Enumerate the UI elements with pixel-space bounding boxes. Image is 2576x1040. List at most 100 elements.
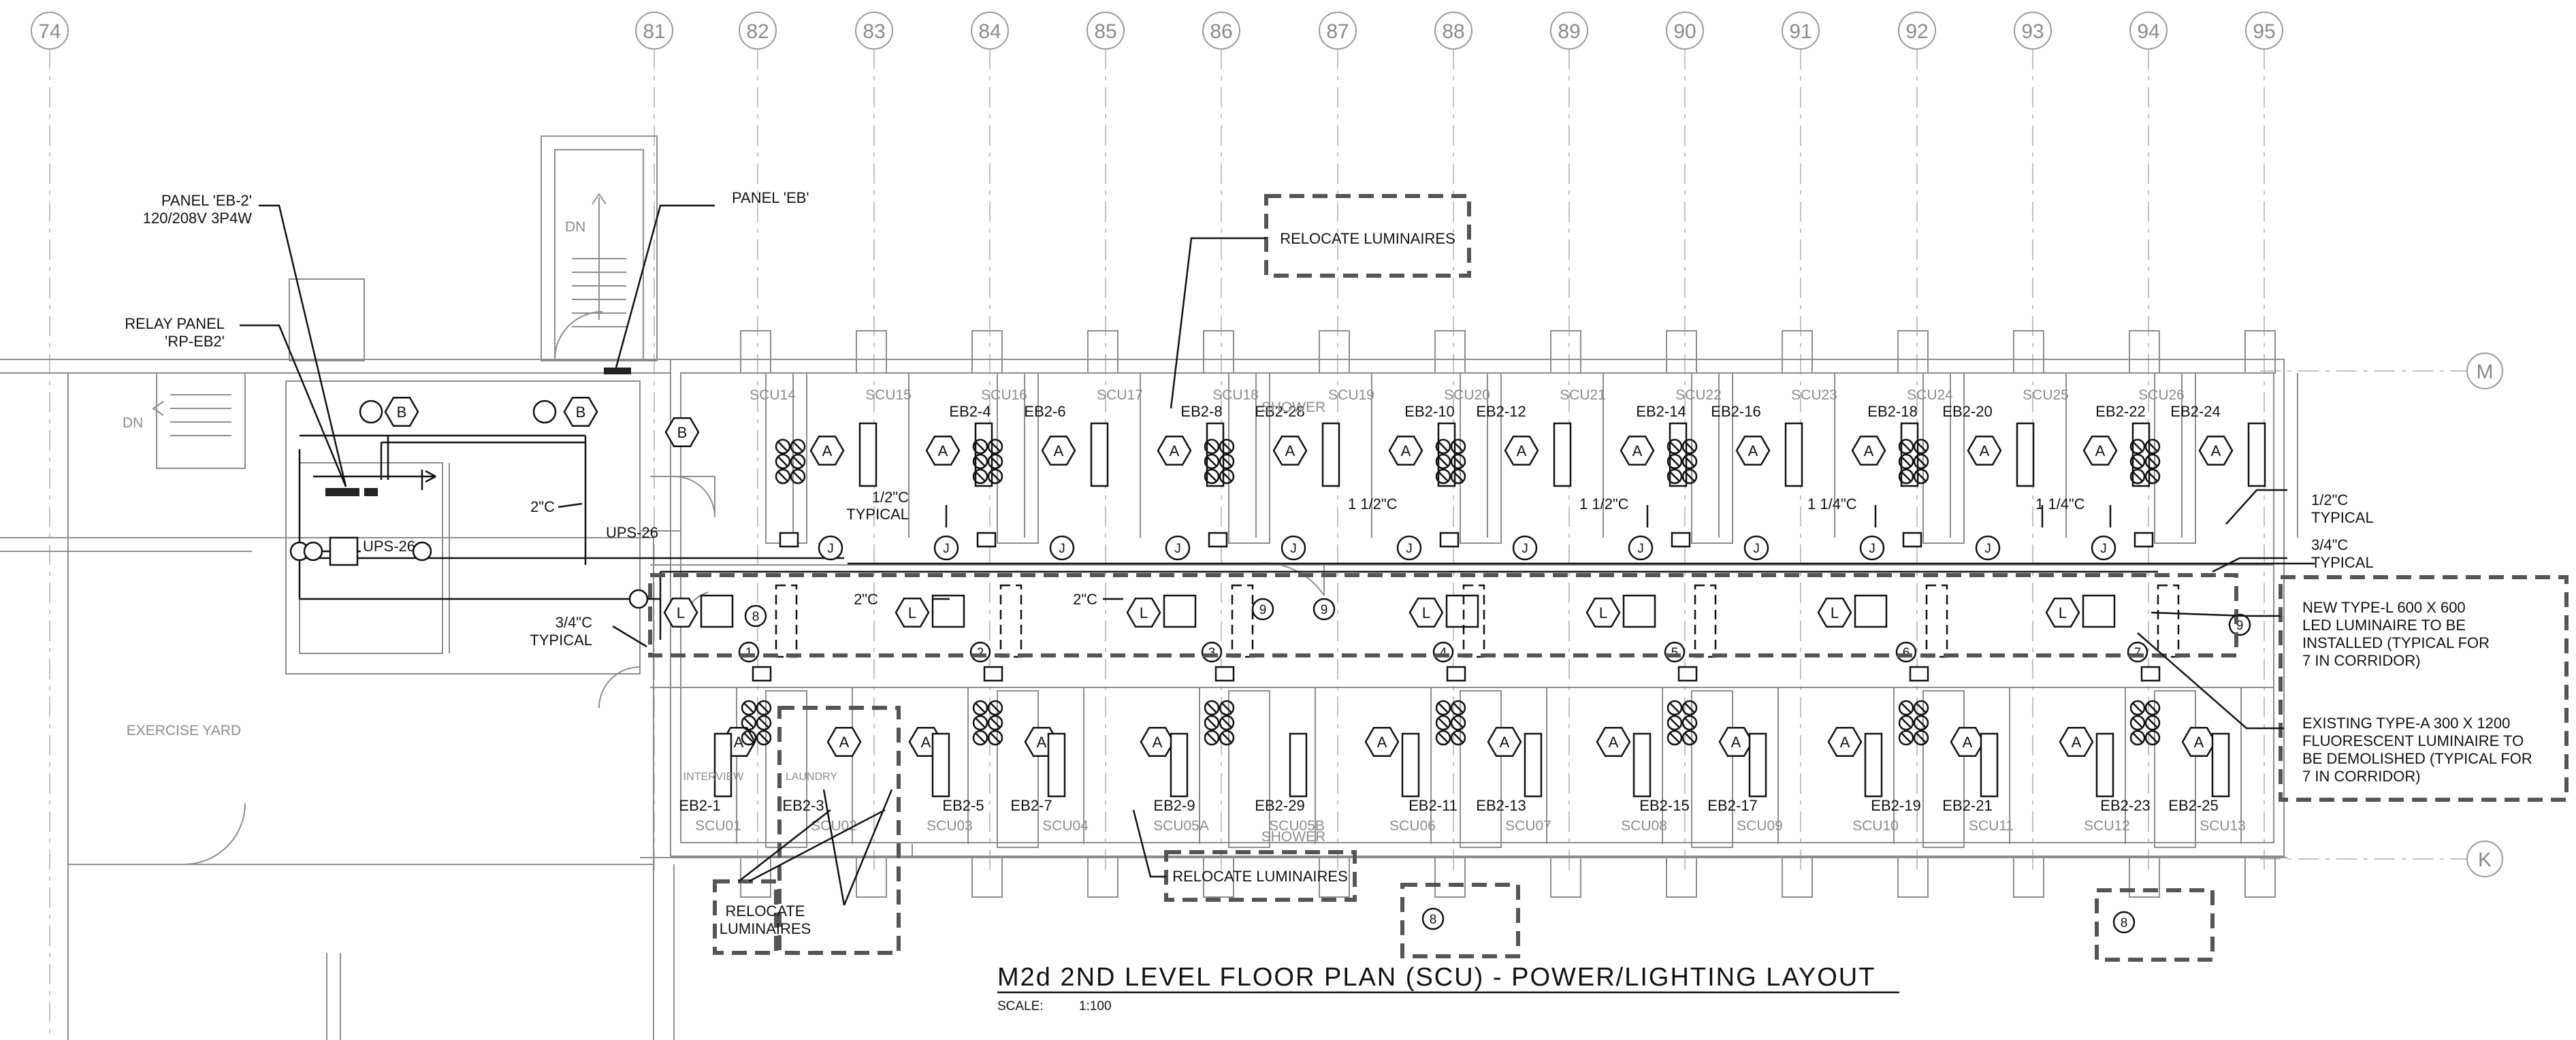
room-label-upper: SCU18: [1212, 387, 1259, 403]
circuit-lower: EB2-25: [2168, 797, 2218, 814]
grid-row-label-k: K: [2478, 849, 2492, 871]
junction-box: [1975, 535, 2001, 561]
grid-column-label: 81: [643, 20, 665, 43]
grid-column-label: 93: [2021, 20, 2044, 43]
scale-label: SCALE:: [997, 999, 1044, 1013]
luminaire: [1748, 732, 1767, 798]
receptacle-a: [1620, 435, 1655, 466]
laundry-label: LAUNDRY: [786, 771, 838, 783]
note-box-relocate-top: [1264, 194, 1471, 278]
luminaire: [1553, 422, 1572, 487]
luminaire-type-l-letter: L: [1422, 604, 1430, 621]
room-label-lower: SCU05B: [1269, 818, 1325, 834]
room-label-upper: SCU14: [750, 387, 796, 403]
drawing-title: M2d 2ND LEVEL FLOOR PLAN (SCU) - POWER/L…: [997, 963, 1875, 992]
circuit-lower: EB2-21: [1942, 797, 1992, 814]
grid-row-bubble-m: [2466, 353, 2503, 389]
conduit-typical-a: TYPICAL: [846, 506, 909, 523]
receptacle-a: [2082, 435, 2118, 466]
grid-column-label: 89: [1558, 20, 1580, 43]
junction-box-letter: J: [1522, 542, 1528, 556]
junction-box: [1859, 535, 1885, 561]
receptacle-a: [1487, 726, 1522, 758]
receptacle-a-letter: A: [1377, 734, 1387, 751]
note-new-4: 7 IN CORRIDOR): [2302, 652, 2421, 669]
luminaire-type-l: [1126, 597, 1161, 628]
conduit-one-half-a: 1 1/2"C: [1348, 495, 1398, 513]
corridor-circuit-tag: 2: [977, 646, 984, 660]
luminaire: [858, 422, 878, 487]
receptacle-a: [1596, 726, 1631, 758]
ups-box: [329, 536, 359, 566]
receptacle-a-letter: A: [2095, 442, 2106, 459]
shower-upper-label: SHOWER: [1261, 400, 1326, 415]
luminaire-type-l-letter: L: [1599, 604, 1607, 621]
receptacle-circle-1: [359, 400, 383, 424]
circuit-lower: EB2-13: [1476, 797, 1526, 814]
conduit-two-c: 2"C: [1073, 591, 1097, 608]
new-luminaire-l: [1622, 594, 1656, 628]
luminaire-type-l: [1408, 597, 1444, 628]
relay-panel-name: 'RP-EB2': [165, 333, 225, 350]
room-label-upper: SCU17: [1097, 387, 1143, 403]
note-new-3: INSTALLED (TYPICAL FOR: [2302, 634, 2490, 651]
indicator-number: 9: [1259, 603, 1267, 617]
receptacle-circle-2: [532, 400, 557, 424]
panel-eb-symbol: [604, 368, 631, 374]
grid-column-bubble: [739, 12, 777, 50]
circuit-lower: EB2-3: [782, 797, 824, 814]
circuit-upper: EB2-24: [2170, 403, 2220, 420]
indicator-number: 8: [2121, 916, 2128, 930]
grid-column-bubble: [1086, 12, 1125, 50]
luminaire: [1090, 422, 1109, 487]
receptacle-a: [2059, 726, 2094, 758]
symbol-b-letter: B: [576, 404, 586, 421]
panel-eb2-symbol: [325, 488, 378, 496]
receptacle-a-letter: A: [1170, 442, 1180, 459]
shower-lower-label: SHOWER: [1261, 829, 1326, 845]
receptacle-a: [1827, 726, 1863, 758]
room-label-lower: SCU05A: [1153, 818, 1209, 834]
grid-column-label: 87: [1326, 20, 1349, 43]
ups-right-label: UPS-26: [606, 524, 658, 541]
room-partitions: [736, 330, 2298, 898]
note-box-relocate-bottom: [1164, 850, 1357, 902]
circuit-upper: EB2-18: [1867, 403, 1917, 420]
receptacle-a: [1504, 435, 1539, 466]
luminaire: [1401, 732, 1420, 798]
grid-column-bubble: [1898, 12, 1936, 50]
conduit-three-q-right: 3/4"C: [2311, 536, 2348, 553]
junction-box: [1165, 535, 1191, 561]
receptacle-a-letter: A: [2211, 442, 2221, 459]
luminaire-type-l-letter: L: [1140, 604, 1148, 621]
circuit-lower: EB2-17: [1707, 797, 1757, 814]
receptacle-a-letter: A: [2072, 734, 2082, 751]
circuit-upper: EB2-16: [1711, 403, 1760, 420]
receptacle-a: [1950, 726, 1985, 758]
grid-column-label: 82: [746, 20, 769, 43]
luminaire: [713, 732, 732, 798]
room-label-lower: SCU13: [2200, 818, 2246, 834]
receptacle-a-letter: A: [822, 442, 833, 459]
stair-dn-left: DN: [123, 415, 143, 431]
luminaire-type-l-letter: L: [1831, 604, 1839, 621]
receptacle-a: [1388, 435, 1423, 466]
note-box-8-b: [2095, 888, 2215, 962]
receptacle-a-letter: A: [1963, 734, 1973, 751]
indicator-8: [2112, 911, 2136, 934]
receptacle-a-letter: A: [1731, 734, 1741, 751]
symbol-b: [384, 396, 419, 427]
luminaire-type-l-letter: L: [677, 604, 685, 621]
luminaire: [1321, 422, 1340, 487]
grid-column-bubble: [2129, 12, 2168, 50]
receptacle-a-letter: A: [1500, 734, 1510, 751]
receptacle-a: [1140, 726, 1175, 758]
ups-receptacle-2: [303, 541, 323, 562]
receptacle-a-letter: A: [1632, 442, 1643, 459]
receptacle-a-letter: A: [1054, 442, 1064, 459]
circuit-lower: EB2-7: [1010, 797, 1052, 814]
junction-box-letter: J: [1984, 542, 1991, 556]
luminaire-type-l: [895, 597, 930, 628]
